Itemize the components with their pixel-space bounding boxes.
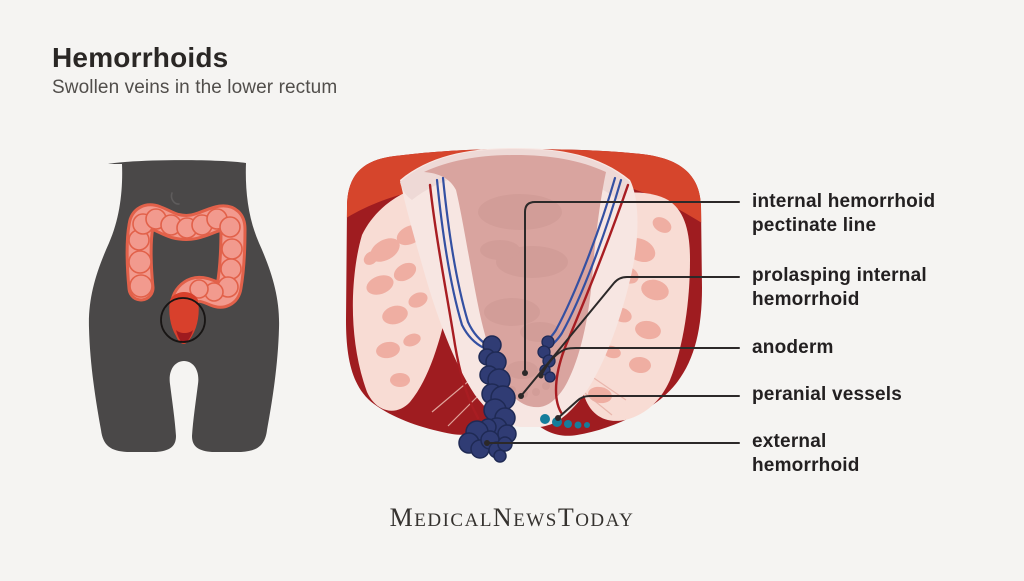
highlight-circle <box>160 297 206 343</box>
label-line: external <box>752 431 827 452</box>
rectum-highlight-icon <box>160 292 206 344</box>
logo-cap: T <box>557 503 576 532</box>
cross-section <box>346 148 740 463</box>
callout-line-internal-hemorrhoid <box>524 201 740 374</box>
label-anoderm: anoderm <box>752 336 1002 360</box>
navel-icon <box>170 192 180 205</box>
medical-news-today-logo: MEDICALNEWSTODAY <box>0 503 1024 533</box>
body-silhouette <box>88 160 280 452</box>
logo-cap: M <box>389 503 415 532</box>
label-line: internal hemorrhoid <box>752 191 936 212</box>
logo-cap: N <box>492 503 514 532</box>
label-line: anoderm <box>752 337 834 358</box>
internal-hemorrhoid-cluster <box>478 335 516 429</box>
label-internal-hemorrhoid: internal hemorrhoid pectinate line <box>752 190 1002 238</box>
label-line: hemorrhoid <box>752 455 860 476</box>
callout-line-perianal <box>557 395 740 419</box>
label-line: pectinate line <box>752 215 877 236</box>
artery-left <box>428 183 480 420</box>
vein-left-2 <box>441 176 491 348</box>
logo-rest: EDICAL <box>414 510 493 531</box>
callout-line-anoderm <box>540 347 740 377</box>
vein-left <box>435 178 486 350</box>
colon-icon <box>125 203 247 316</box>
label-line: prolasping internal <box>752 265 927 286</box>
callout-lines <box>486 201 740 444</box>
anal-canal <box>400 148 638 427</box>
callout-dots <box>484 370 561 446</box>
page-subtitle: Swollen veins in the lower rectum <box>52 77 338 98</box>
callout-line-prolapsing <box>520 276 740 397</box>
logo-rest: EWS <box>513 510 558 531</box>
label-perianal-vessels: peranial vessels <box>752 383 1002 407</box>
label-line: hemorrhoid <box>752 289 860 310</box>
vein-right-2 <box>551 178 623 346</box>
rectum-interior <box>424 155 606 408</box>
label-prolapsing-internal-hemorrhoid: prolasping internal hemorrhoid <box>752 264 1002 312</box>
logo-rest: ODAY <box>575 510 635 531</box>
label-line: peranial vessels <box>752 384 903 405</box>
page-title: Hemorrhoids <box>52 42 229 73</box>
label-external-hemorrhoid: external hemorrhoid <box>752 430 1002 478</box>
